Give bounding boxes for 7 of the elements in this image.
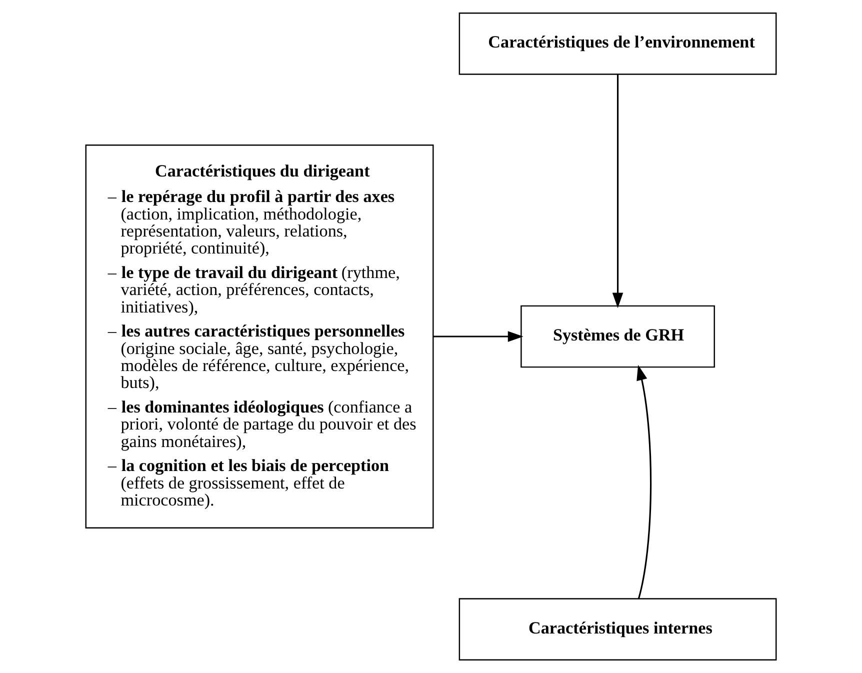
node-box: Caractéristiques internes [458,598,777,661]
node-box: Caractéristiques du dirigeant – le repérage du profil à partir des axes (action, implication, méthodologie, représentation, valeurs, relations, propriété, continuité), – le type de travail du dirigeant (rythme, variété, action, préférences, contacts, initiatives), – les autres caractéristiques personnelles (origine sociale, âge, santé, psychologie, modèles de référence, culture, expérience, buts), – les dominantes idéologiques (confiance a priori, volonté de partage du pouvoir et des gains monétaires), – la cognition et les biais de perception (effets de grossissement, effet de microcosme). [85,144,434,528]
arrow [612,74,624,308]
arrow [636,364,652,599]
arrow [433,331,524,342]
node-box: Caractéristiques de l’environnement [458,12,777,75]
node-box: Systèmes de GRH [520,305,715,368]
